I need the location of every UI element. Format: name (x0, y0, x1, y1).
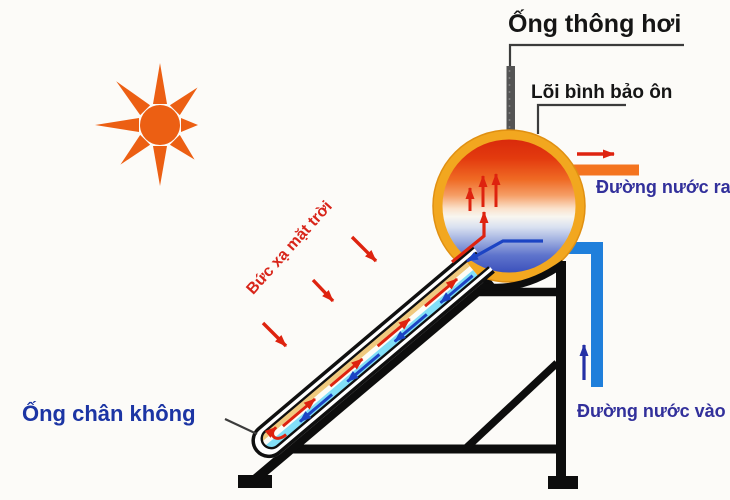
storage-tank (432, 129, 586, 283)
tank-core-label: Lõi bình bảo ôn (531, 82, 672, 103)
tank-interior (442, 139, 576, 273)
tube-absorber-strip (257, 261, 470, 446)
stand-right-foot (548, 476, 578, 489)
sun-icon (95, 63, 198, 186)
stand-frame (238, 261, 578, 489)
solar-radiation-label: Bức xạ mặt trời (244, 198, 336, 298)
stand-inclined-beam (248, 276, 495, 486)
tube-cold-flow-arrows (299, 274, 474, 423)
solar-radiation-arrows (261, 235, 378, 348)
water-in-label: Đường nước vào (577, 401, 726, 421)
tube-end-uturn-arrow (264, 426, 288, 440)
vacuum-tube (251, 245, 495, 459)
vent-pipe (506, 66, 515, 134)
radiation-arrow (261, 321, 288, 348)
radiation-arrow (311, 278, 335, 303)
radiation-arrow (350, 235, 378, 263)
tube-outer-wall (251, 245, 495, 459)
vent-pipe-label: Ống thông hơi (508, 8, 681, 38)
water-out-label: Đường nước ra (596, 177, 730, 197)
vacuum-tube-leader-line (224, 418, 258, 435)
cold-descend-arrow (466, 239, 543, 263)
tank-core-leader-line (536, 103, 626, 134)
hot-rise-arrow (450, 211, 489, 264)
tube-inner-wall (260, 251, 490, 450)
tank-convection-arrows (465, 173, 501, 211)
vent-pipe-leader-line (508, 43, 684, 66)
vacuum-tube-label: Ống chân không (22, 400, 196, 426)
stand-diagonal-brace (461, 360, 560, 453)
